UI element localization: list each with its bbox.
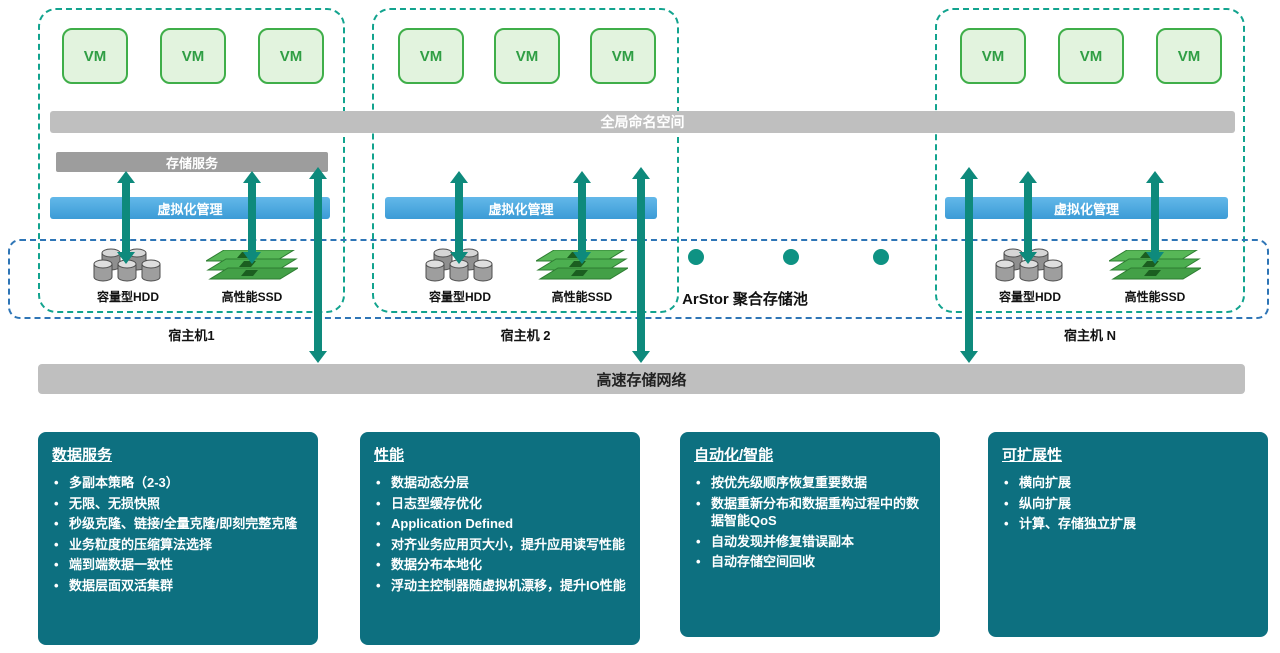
ssd-label: 高性能SSD xyxy=(1124,290,1186,304)
host-label-n: 宿主机 N xyxy=(1063,328,1116,343)
hdd-label: 容量型HDD xyxy=(999,290,1061,304)
storage-service-bar: 存储服务 xyxy=(56,152,328,172)
virtualization-bar-1: 虚拟化管理 xyxy=(50,197,330,219)
feature-item: 自动存储空间回收 xyxy=(694,553,926,571)
feature-item: 日志型缓存优化 xyxy=(374,495,626,513)
hdd-media-group: 容量型HDD xyxy=(990,248,1070,305)
vm-box: VM xyxy=(1156,28,1222,84)
feature-item: 纵向扩展 xyxy=(1002,495,1254,513)
feature-item: 多副本策略（2-3） xyxy=(52,474,304,492)
double-arrow xyxy=(117,171,135,264)
double-arrow xyxy=(632,167,650,363)
feature-item: 数据分布本地化 xyxy=(374,556,626,574)
hdd-icon xyxy=(995,248,1063,282)
double-arrow xyxy=(960,167,978,363)
feature-box-performance: 性能 数据动态分层日志型缓存优化 Application Defined 对齐业务应… xyxy=(360,432,640,645)
feature-item: 数据动态分层 xyxy=(374,474,626,492)
feature-list: 按优先级顺序恢复重要数据数据重新分布和数据重构过程中的数据智能QoS 自动发现并修… xyxy=(694,474,926,571)
feature-list: 多副本策略（2-3） 无限、无损快照秒级克隆、链接/全量克隆/即刻完整克隆业务粒度… xyxy=(52,474,304,594)
feature-item: 按优先级顺序恢复重要数据 xyxy=(694,474,926,492)
feature-item: 业务粒度的压缩算法选择 xyxy=(52,536,304,554)
hdd-media-group: 容量型HDD xyxy=(88,248,168,305)
vm-box: VM xyxy=(62,28,128,84)
host-box-n xyxy=(935,8,1245,313)
host-label-1: 宿主机1 xyxy=(168,328,215,343)
feature-item: 横向扩展 xyxy=(1002,474,1254,492)
double-arrow xyxy=(450,171,468,264)
feature-item: Application Defined xyxy=(374,515,626,533)
storage-network-bar: 高速存储网络 xyxy=(38,364,1245,394)
vm-box: VM xyxy=(258,28,324,84)
feature-item: 无限、无损快照 xyxy=(52,495,304,513)
host-label-2: 宿主机 2 xyxy=(500,328,551,343)
virtualization-bar-2: 虚拟化管理 xyxy=(385,197,657,219)
feature-item: 计算、存储独立扩展 xyxy=(1002,515,1254,533)
feature-item: 秒级克隆、链接/全量克隆/即刻完整克隆 xyxy=(52,515,304,533)
double-arrow xyxy=(243,171,261,264)
host-box-2 xyxy=(372,8,679,313)
ellipsis-dot xyxy=(783,249,799,265)
feature-item: 对齐业务应用页大小，提升应用读写性能 xyxy=(374,536,626,554)
double-arrow xyxy=(573,171,591,264)
vm-box: VM xyxy=(590,28,656,84)
feature-box-automation: 自动化/智能 按优先级顺序恢复重要数据数据重新分布和数据重构过程中的数据智能Qo… xyxy=(680,432,940,637)
feature-list: 横向扩展纵向扩展计算、存储独立扩展 xyxy=(1002,474,1254,533)
hdd-label: 容量型HDD xyxy=(429,290,491,304)
ellipsis-dot xyxy=(873,249,889,265)
double-arrow xyxy=(309,167,327,363)
host-box-1 xyxy=(38,8,345,313)
feature-box-data-services: 数据服务 多副本策略（2-3） 无限、无损快照秒级克隆、链接/全量克隆/即刻完整克… xyxy=(38,432,318,645)
feature-box-scalability: 可扩展性 横向扩展纵向扩展计算、存储独立扩展 xyxy=(988,432,1268,637)
hdd-icon xyxy=(93,248,161,282)
feature-title: 性能 xyxy=(374,447,405,464)
ellipsis-dot xyxy=(688,249,704,265)
vm-box: VM xyxy=(960,28,1026,84)
feature-item: 数据层面双活集群 xyxy=(52,577,304,595)
feature-item: 自动发现并修复错误副本 xyxy=(694,533,926,551)
vm-box: VM xyxy=(494,28,560,84)
double-arrow xyxy=(1019,171,1037,264)
ssd-label: 高性能SSD xyxy=(221,290,283,304)
feature-title: 可扩展性 xyxy=(1002,447,1063,464)
arstor-pool-label: ArStor 聚合存储池 xyxy=(682,291,808,308)
feature-item: 端到端数据一致性 xyxy=(52,556,304,574)
global-namespace-bar: 全局命名空间 xyxy=(50,111,1235,133)
double-arrow xyxy=(1146,171,1164,264)
vm-box: VM xyxy=(398,28,464,84)
feature-title: 自动化/智能 xyxy=(694,447,774,464)
feature-item: 浮动主控制器随虚拟机漂移，提升IO性能 xyxy=(374,577,626,595)
vm-box: VM xyxy=(160,28,226,84)
hdd-label: 容量型HDD xyxy=(97,290,159,304)
ssd-label: 高性能SSD xyxy=(551,290,613,304)
feature-list: 数据动态分层日志型缓存优化 Application Defined 对齐业务应用页大… xyxy=(374,474,626,594)
feature-item: 数据重新分布和数据重构过程中的数据智能QoS xyxy=(694,495,926,530)
virtualization-bar-n: 虚拟化管理 xyxy=(945,197,1228,219)
feature-title: 数据服务 xyxy=(52,447,113,464)
vm-box: VM xyxy=(1058,28,1124,84)
